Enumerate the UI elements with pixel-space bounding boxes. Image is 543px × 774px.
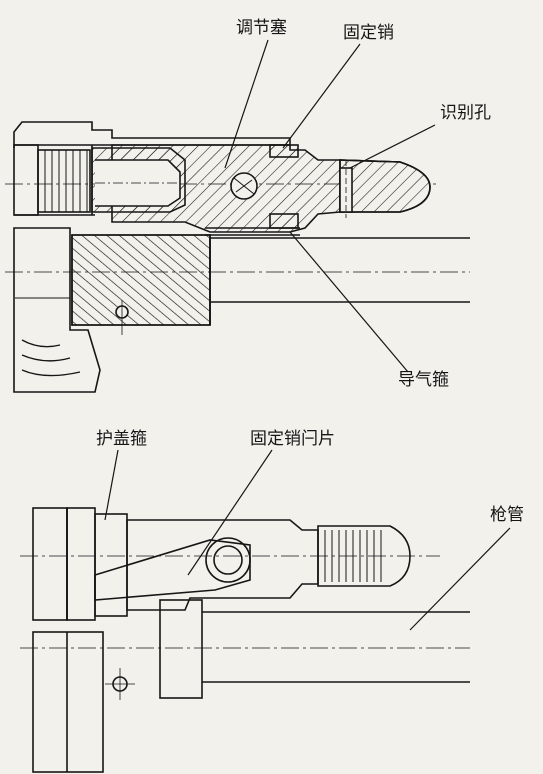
cover-ribs: [37, 149, 91, 213]
cover-cap: [13, 144, 39, 216]
label-fixed-pin: 固定销: [343, 23, 394, 43]
label-cover-ring: 护盖箍: [96, 429, 147, 449]
gas-block-section: [71, 234, 211, 326]
label-id-hole: 识别孔: [440, 103, 491, 123]
leader-pin-latch: [187, 449, 273, 576]
gas-ring-sleeve: [269, 144, 299, 158]
leader-id-hole: [349, 124, 436, 169]
label-gas-ring: 导气箍: [398, 370, 449, 390]
cover-ring-front: [32, 507, 68, 621]
leader-cover-ring: [104, 449, 119, 521]
label-pin-latch: 固定销闩片: [250, 429, 335, 449]
regulator-body: [126, 519, 319, 611]
label-barrel: 枪管: [490, 505, 524, 525]
latch-pivot-inner: [213, 545, 243, 575]
bottom-housing: [32, 631, 104, 773]
front-housing: [13, 227, 101, 393]
label-adjuster: 调节塞: [236, 18, 287, 38]
pin-latch-shape: [94, 539, 251, 601]
leader-gas-ring: [289, 231, 409, 373]
bottom-view: [20, 507, 470, 773]
leader-barrel: [409, 527, 511, 631]
latch-pivot-outer: [205, 537, 251, 583]
bottom-barrel-block: [159, 599, 203, 699]
top-view: [5, 121, 470, 393]
top-barrel: [210, 237, 470, 303]
leader-fixed-pin: [282, 43, 361, 149]
leader-adjuster: [224, 39, 269, 169]
knurled-knob: [317, 525, 411, 587]
front-cover-body: [13, 121, 291, 148]
leader-lines: [104, 39, 511, 631]
bottom-barrel: [202, 611, 470, 683]
